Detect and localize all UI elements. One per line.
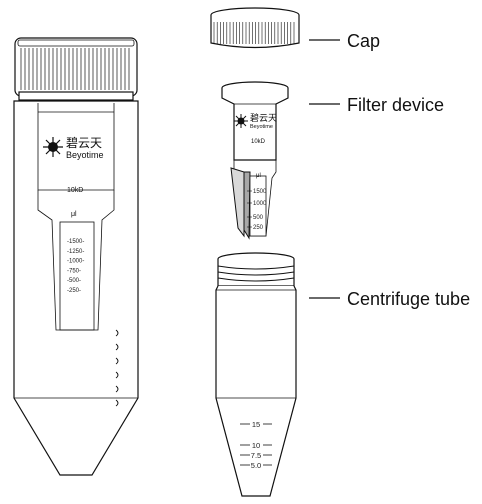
filter-scale-250: 250 xyxy=(253,225,264,231)
tube-scale-5-0: 5.0 xyxy=(251,461,261,470)
tube-scale-7-5: 7.5 xyxy=(251,451,261,460)
filter-device-label: Filter device xyxy=(347,95,444,115)
assembled-unit-label: μl xyxy=(71,211,77,218)
assembled-unit: 碧云天 Beyotime 10kD μl -1500- -1250- -1000- -… xyxy=(14,38,138,475)
cap-label: Cap xyxy=(347,31,380,51)
assembled-cap xyxy=(15,38,137,100)
assembled-scale-1250: -1250- xyxy=(67,249,84,255)
centrifuge-tube-part: 15 107.55.0 xyxy=(216,253,296,496)
tube-scale-15: 15 xyxy=(252,420,260,429)
filter-unit-label: μl xyxy=(256,173,261,179)
assembled-brand-cn: 碧云天 xyxy=(66,136,102,150)
filter-device-part: 碧云天 Beyotime 10kD μl 1500 1000 500 250 xyxy=(222,82,288,238)
filter-scale-500: 500 xyxy=(253,215,264,221)
assembled-scale-750: -750- xyxy=(67,268,81,274)
filter-brand-en: Beyotime xyxy=(250,124,273,130)
filter-logo-icon xyxy=(234,114,248,128)
filter-scale-1500: 1500 xyxy=(253,189,267,195)
cap-part xyxy=(211,8,299,48)
centrifuge-tube-label: Centrifuge tube xyxy=(347,289,470,309)
assembled-scale-1500: -1500- xyxy=(67,239,84,245)
filter-brand-cn: 碧云天 xyxy=(250,112,277,124)
assembled-logo-icon xyxy=(43,137,63,157)
assembled-scale-1000: -1000- xyxy=(67,259,84,265)
assembled-mwco: 10kD xyxy=(67,187,83,194)
assembled-scale-500: -500- xyxy=(67,278,81,284)
filter-mwco: 10kD xyxy=(251,139,266,145)
tube-scale-10: 10 xyxy=(252,441,260,450)
filter-scale-1000: 1000 xyxy=(253,201,267,207)
assembled-brand-en: Beyotime xyxy=(66,150,104,160)
assembled-scale-250: -250- xyxy=(67,288,81,294)
